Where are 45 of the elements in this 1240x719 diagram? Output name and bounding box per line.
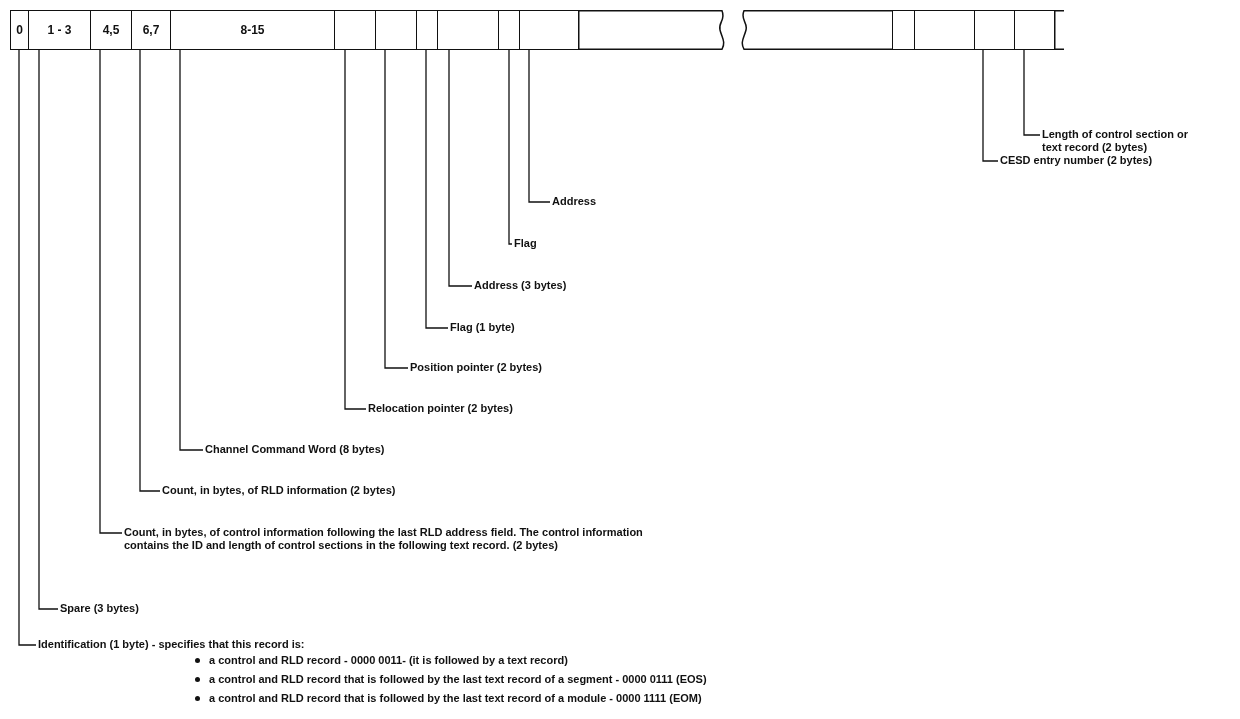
field-cell: 8-15 [170,10,334,50]
field-cell: 6,7 [131,10,170,50]
field-description: Spare (3 bytes) [60,602,139,615]
field-cell [1054,10,1064,50]
field-description: Position pointer (2 bytes) [410,361,542,374]
field-cell [914,10,974,50]
leader-line [139,49,161,492]
leader-line [528,49,551,203]
field-description: Flag [514,237,537,250]
field-cell [974,10,1014,50]
leader-line [1023,49,1041,136]
field-cell: 4,5 [90,10,131,50]
leader-line [448,49,473,287]
leader-line [425,49,449,329]
field-description: Flag (1 byte) [450,321,515,334]
bullet-item: a control and RLD record that is followed by the last text record of a segment - 0000 0111 (EOS) [209,673,707,685]
field-description: Identification (1 byte) - specifies that this record is: [38,638,306,651]
field-description: Channel Command Word (8 bytes) [205,443,385,456]
field-description: Address [552,195,597,208]
field-cell [498,10,519,50]
field-cell [334,10,375,50]
leader-line [982,49,999,162]
field-description: Relocation pointer (2 bytes) [368,402,513,415]
field-cell [519,10,578,50]
field-cell [416,10,437,50]
leader-line [344,49,367,410]
field-description: CESD entry number (2 bytes) [1000,154,1153,167]
field-cell [375,10,416,50]
field-description: Address (3 bytes) [474,279,567,292]
field-cell [437,10,498,50]
field-cell: 0 [10,10,28,50]
leader-line [508,49,513,245]
leader-line [384,49,409,369]
field-description: Length of control section or text record (2 bytes) [1042,128,1202,154]
field-cell [892,10,914,50]
bullet-item: a control and RLD record that is followed by the last text record of a module - 0000 1111 (EOM) [209,692,702,704]
field-description: Count, in bytes, of RLD information (2 bytes) [162,484,396,497]
leader-line [18,49,37,646]
leader-line [99,49,123,534]
leader-line [38,49,59,610]
field-cell [1014,10,1054,50]
bullet-item: a control and RLD record - 0000 0011- (it is followed by a text record) [209,654,568,666]
field-description: Count, in bytes, of control information following the last RLD address field. The control information contains the ID and length of control sections in the following text record. (2 bytes) [124,526,684,552]
leader-line [179,49,204,451]
field-cell: 1 - 3 [28,10,90,50]
